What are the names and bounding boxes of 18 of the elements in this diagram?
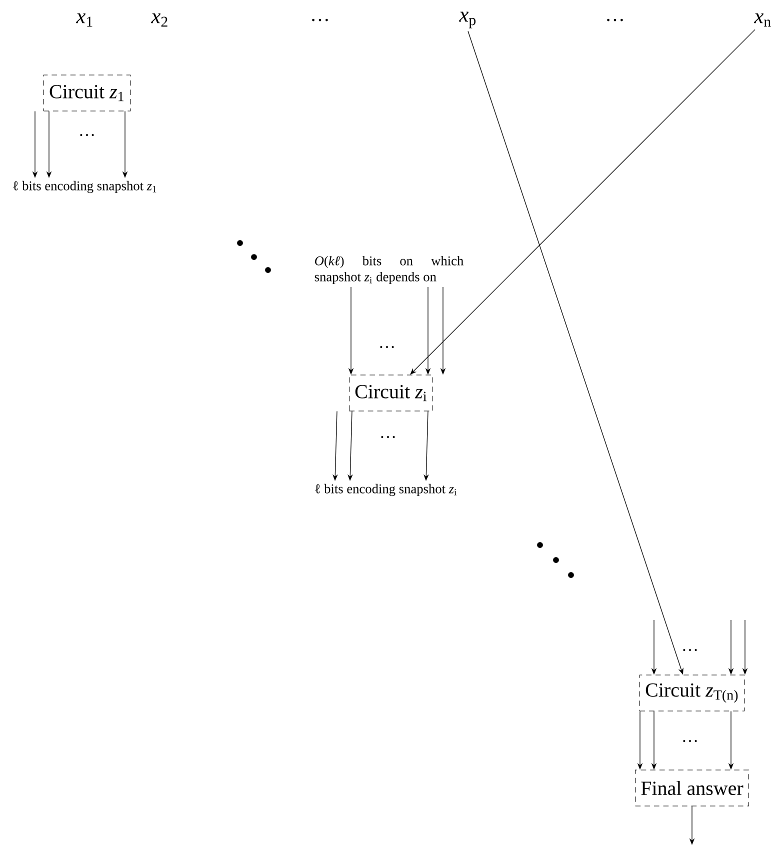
- ellipsis: …: [683, 740, 697, 742]
- circuit-box: Circuit z$_{T(n)}$: [639, 674, 745, 712]
- ellipsis: …: [312, 18, 328, 22]
- variable-label: x$_{p}$: [458, 12, 476, 28]
- ellipsis: …: [607, 18, 623, 22]
- variable-label: x$_{n}$: [754, 13, 771, 27]
- circuit-box: Circuit z$_{i}$: [348, 374, 434, 412]
- bits-text: ℓ bits encoding snapshot z$_{i}$: [315, 484, 456, 496]
- ellipsis: …: [380, 346, 394, 348]
- variable-label: x$_{1}$: [76, 13, 92, 27]
- bits-text: ℓ bits encoding snapshot z$_{1}$: [13, 180, 156, 194]
- circuit-box: Final answer: [635, 770, 749, 806]
- bits-text: O(kℓ) bits on which snapshot z$_{i}$ depends on: [314, 256, 464, 284]
- ellipsis: …: [80, 134, 94, 136]
- ellipsis: …: [683, 648, 697, 652]
- variable-label: x$_{2}$: [150, 13, 168, 27]
- circuit-box: Circuit z$_{1}$: [43, 74, 131, 112]
- ellipsis: …: [381, 436, 395, 438]
